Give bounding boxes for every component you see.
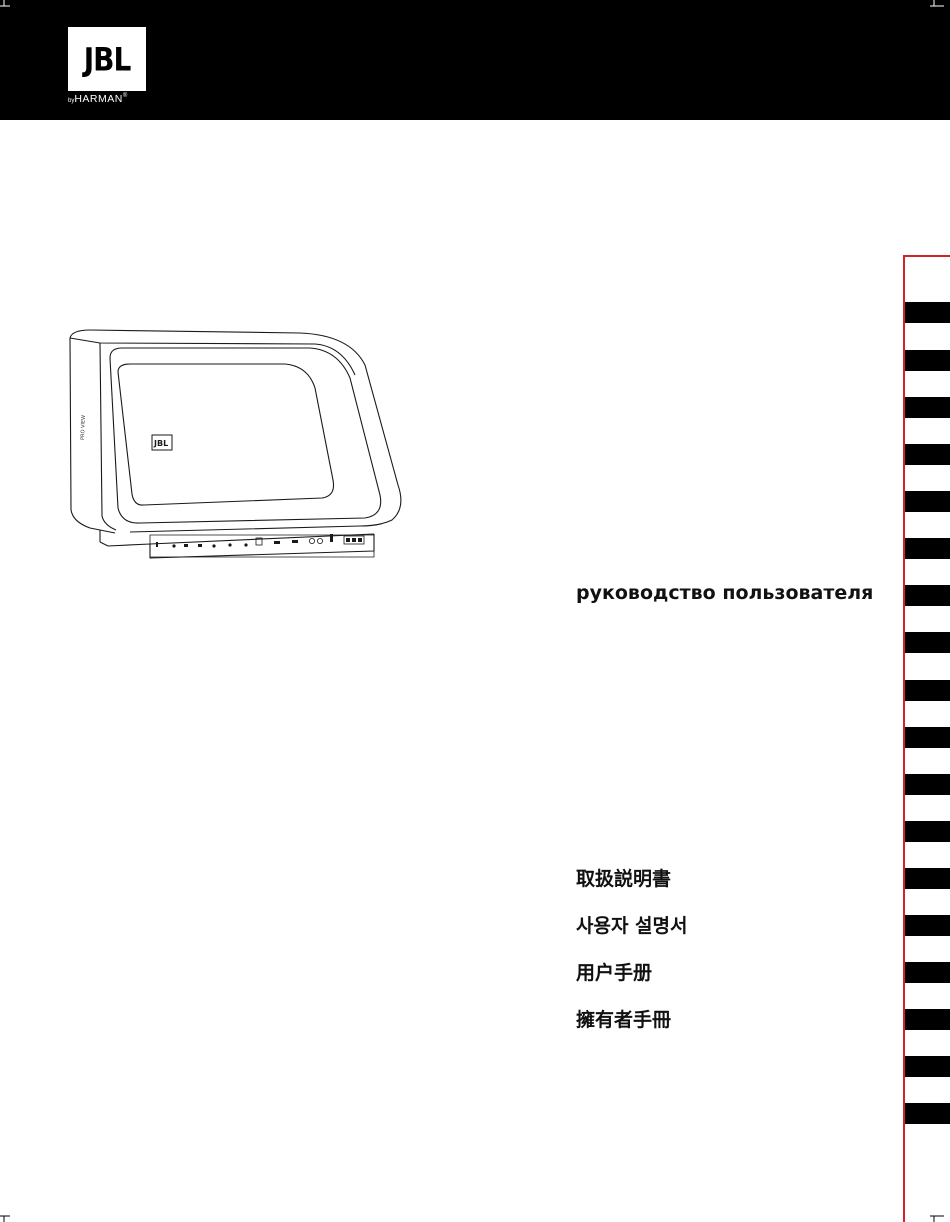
harman-wordmark: byHARMAN® [68, 93, 128, 105]
language-tab [905, 868, 950, 889]
language-tab [905, 302, 950, 323]
jbl-logo-text: JBL [84, 40, 131, 78]
title-korean: 사용자 설명서 [576, 911, 688, 938]
language-tab [905, 350, 950, 371]
language-tab [905, 680, 950, 701]
product-name-label: PRO VIEW [80, 415, 87, 440]
language-tab [905, 632, 950, 653]
language-tab [905, 727, 950, 748]
language-tab [905, 397, 950, 418]
harman-registered-mark: ® [123, 93, 128, 99]
language-tab [905, 1009, 950, 1030]
harman-name: HARMAN [74, 93, 123, 105]
connector-row [156, 534, 364, 548]
language-tab [905, 585, 950, 606]
language-tab [905, 444, 950, 465]
language-tab [905, 1103, 950, 1124]
title-chinese-traditional: 擁有者手冊 [576, 1005, 671, 1032]
language-tab [905, 962, 950, 983]
title-japanese: 取扱説明書 [576, 864, 671, 891]
title-russian: руководство пользователя [576, 582, 873, 604]
product-illustration: PRO VIEW JBL [60, 320, 420, 570]
jbl-logo: JBL [68, 27, 146, 91]
language-tab [905, 774, 950, 795]
jbl-badge-text: JBL [153, 439, 168, 448]
language-tab [905, 538, 950, 559]
language-tab [905, 1056, 950, 1077]
title-chinese-simplified: 用户手册 [576, 958, 652, 985]
language-tab [905, 491, 950, 512]
language-tab [905, 821, 950, 842]
language-tab [905, 915, 950, 936]
